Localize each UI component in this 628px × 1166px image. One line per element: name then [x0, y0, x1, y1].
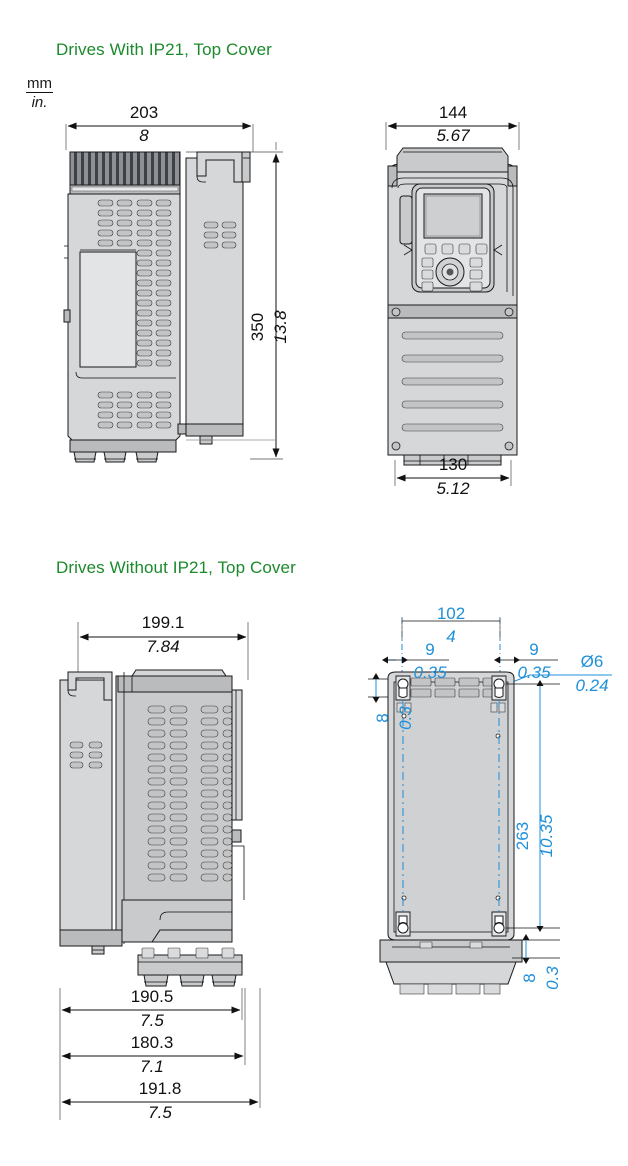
dim-mount-top-edge-mm: 8 — [373, 713, 392, 723]
dim-mount-offset-right-in: 0.35 — [517, 663, 551, 682]
dim-side-height-in: 13.8 — [271, 310, 290, 344]
dim-side-width-mm: 203 — [129, 103, 159, 122]
dim-mount-span-in: 4 — [446, 627, 456, 646]
view-side-noip21 — [59, 622, 261, 1120]
dim-depth-b-in: 7.1 — [140, 1057, 164, 1076]
dim-depth-a-mm: 190.5 — [130, 987, 174, 1006]
section-title-with-ip21: Drives With IP21, Top Cover — [56, 40, 272, 59]
dim-depth-a-in: 7.5 — [140, 1011, 164, 1030]
view-front-ip21 — [385, 122, 520, 486]
units-mm: mm — [26, 75, 53, 93]
dim-front-bottom-width-in: 5.12 — [436, 479, 470, 498]
view-side-ip21 — [63, 122, 283, 463]
dim-side-height-mm: 350 — [248, 312, 267, 342]
dim-mount-bottom-edge-mm: 8 — [520, 973, 539, 983]
dim-hole-diameter-mm: Ø6 — [580, 652, 604, 671]
dim-mount-offset-left-mm: 9 — [425, 640, 435, 659]
dim-depth-b-mm: 180.3 — [130, 1033, 174, 1052]
dim-side-width-in: 8 — [139, 126, 149, 145]
dim-mount-offset-right-mm: 9 — [529, 640, 539, 659]
units-in: in. — [31, 94, 48, 111]
dim-mount-height-in: 10.35 — [537, 814, 556, 858]
section-title-without-ip21: Drives Without IP21, Top Cover — [56, 558, 296, 577]
units-legend: mm in. — [26, 76, 53, 110]
view-rear-mounting — [368, 617, 612, 995]
dim-mount-bottom-edge-in: 0.3 — [543, 966, 562, 990]
dim-mount-height-mm: 263 — [513, 821, 532, 851]
dim-mount-span-mm: 102 — [436, 604, 466, 623]
dim-front-bottom-width-mm: 130 — [438, 455, 468, 474]
dim-mount-top-edge-in: 0.3 — [396, 706, 415, 730]
dim-hole-diameter-in: 0.24 — [575, 676, 609, 695]
dim-mount-offset-left-in: 0.35 — [413, 663, 447, 682]
dim-depth-overall-mm: 199.1 — [141, 613, 185, 632]
dim-front-top-width-in: 5.67 — [436, 126, 470, 145]
dim-front-top-width-mm: 144 — [438, 103, 468, 122]
dim-depth-c-mm: 191.8 — [138, 1079, 182, 1098]
dim-depth-c-in: 7.5 — [148, 1103, 172, 1122]
dim-depth-overall-in: 7.84 — [146, 637, 180, 656]
